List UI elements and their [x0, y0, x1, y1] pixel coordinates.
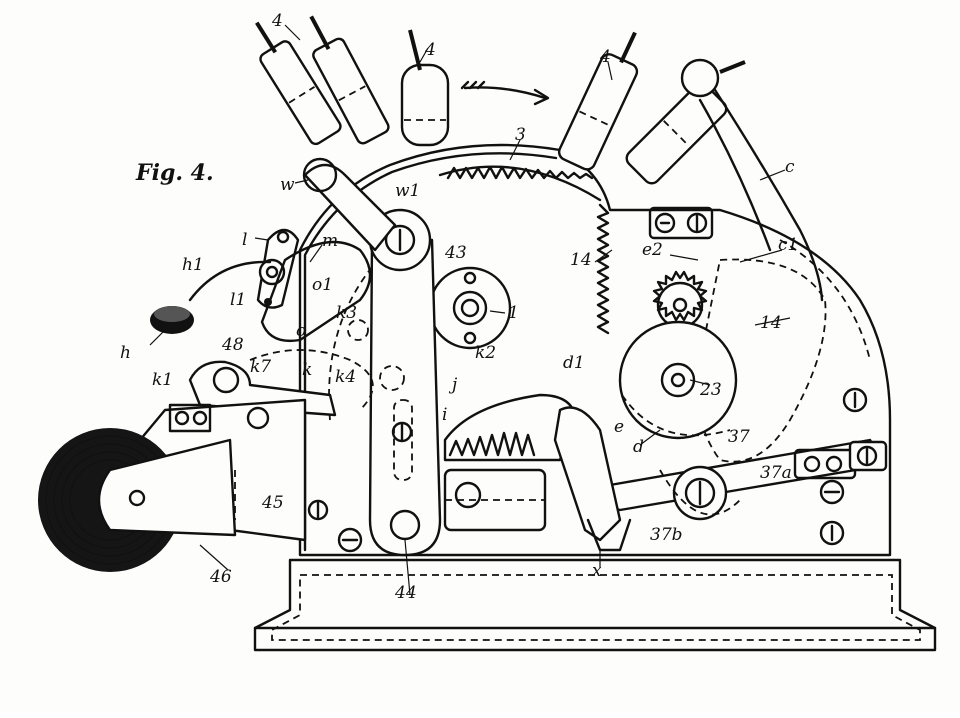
base-plate — [253, 558, 937, 652]
label-l: l — [242, 230, 247, 250]
label-h1: h1 — [182, 255, 204, 275]
label-c1: c1 — [778, 235, 798, 255]
label-arc-3: 3 — [515, 125, 526, 145]
ribbon-spool-46 — [38, 428, 237, 572]
label-k7: k7 — [250, 357, 271, 377]
label-d: d — [633, 437, 644, 457]
label-k: k — [302, 360, 312, 380]
label-x: x — [592, 561, 602, 581]
label-23: 23 — [699, 380, 722, 400]
label-key-2: 4 — [424, 40, 436, 60]
cam-14 — [696, 258, 827, 463]
link-43 — [368, 208, 442, 557]
lower-rack — [443, 393, 632, 552]
label-key-3: 4 — [599, 47, 611, 67]
segment-gear-3 — [438, 165, 610, 335]
arm-c — [698, 88, 824, 302]
knob-h — [150, 306, 194, 334]
label-l1: l1 — [230, 290, 246, 310]
label-e: e — [614, 417, 624, 437]
leader-lines — [149, 24, 791, 596]
spring-h1 — [188, 260, 272, 302]
label-37a: 37a — [760, 463, 792, 483]
frame-screws — [307, 206, 868, 553]
wheel-1 — [428, 266, 512, 350]
label-14b: 14 — [760, 313, 782, 333]
wheel-23 — [618, 320, 738, 440]
label-k4: k4 — [335, 367, 356, 387]
label-37: 37 — [728, 427, 750, 447]
lever-37 — [605, 438, 888, 521]
direction-arrow — [460, 80, 550, 106]
figure-title: Fig. 4. — [135, 160, 214, 186]
label-14a: 14 — [570, 250, 592, 270]
label-k1: k1 — [152, 370, 173, 390]
label-48: 48 — [221, 335, 244, 355]
label-o1: o1 — [312, 275, 333, 295]
label-m: m — [322, 231, 338, 251]
label-1: 1 — [508, 303, 519, 323]
label-k3: k3 — [336, 303, 357, 323]
type-keys — [255, 15, 746, 185]
label-d1: d1 — [563, 353, 585, 373]
label-k2: k2 — [475, 343, 496, 363]
label-h: h — [120, 343, 131, 363]
label-45: 45 — [261, 493, 284, 513]
figure-labels: Fig. 4. 4 4 4 3 c c1 e2 14 14 w w1 l m h… — [120, 11, 798, 603]
label-i: i — [442, 405, 447, 425]
lever-l — [256, 228, 300, 309]
label-w1: w1 — [395, 181, 420, 201]
label-c: c — [785, 157, 795, 177]
label-43: 43 — [444, 243, 467, 263]
label-j: j — [448, 375, 458, 395]
label-e2: e2 — [642, 240, 663, 260]
arm-w — [302, 157, 397, 252]
label-o: o — [296, 321, 306, 341]
label-w: w — [280, 175, 295, 195]
label-key-1: 4 — [271, 11, 283, 31]
label-37b: 37b — [650, 525, 683, 545]
label-44: 44 — [394, 583, 417, 603]
label-46: 46 — [209, 567, 232, 587]
arm-o1 — [260, 240, 372, 343]
